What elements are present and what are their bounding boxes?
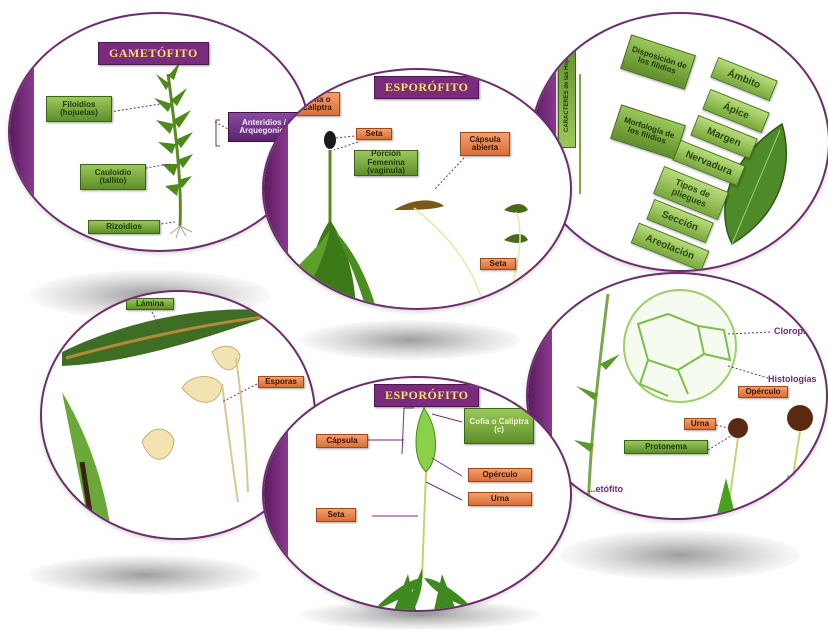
protonema-label: Protonema	[624, 440, 708, 454]
seta-label: Seta	[356, 128, 392, 140]
cofia-caliptra-label: Cofia o Caliptra (c)	[464, 408, 534, 444]
capsula-abierta-label: Cápsula abierta	[460, 132, 510, 156]
panel-title: GAMETÓFITO	[98, 42, 209, 65]
shadow	[30, 555, 260, 595]
filoidios-label: Filoidios (hojuelas)	[46, 96, 112, 122]
panel-caption: ...etófito	[588, 484, 623, 494]
porcion-femenina-label: Porción Femenina (vaginula)	[354, 150, 418, 176]
leaf-characters-panel: CARACTERES de las Hojas Disposición de l…	[530, 12, 828, 272]
esporofito-top-panel: ESPORÓFITO Cofia o Caliptra Seta Porción…	[262, 68, 572, 310]
seta-label-3: Seta	[316, 508, 356, 522]
cauloidio-label: Cauloidio (tallito)	[80, 164, 146, 190]
histologias-label: Histologías	[768, 374, 817, 384]
rizoidios-label: Rizoidios	[88, 220, 160, 234]
seta-label-2: Seta	[480, 258, 516, 270]
operculo-label: Opérculo	[738, 386, 788, 398]
cofia-label: Cofia o Caliptra	[294, 92, 340, 116]
panel-title: ESPORÓFITO	[374, 384, 479, 407]
cloroplasto-label: Cloroplasto	[774, 326, 824, 336]
lamina-label: Lámina	[126, 298, 174, 310]
shadow	[300, 320, 520, 360]
capsula-label: Cápsula	[316, 434, 368, 448]
shadow	[560, 530, 800, 580]
esporofito-bottom-panel: ESPORÓFITO Cápsula Cofia o Caliptra (c) …	[262, 376, 572, 612]
operculo-label-2: Opérculo	[468, 468, 532, 482]
urna-label: Urna	[684, 418, 716, 430]
panel-title: ESPORÓFITO	[374, 76, 479, 99]
urna-label-2: Urna	[468, 492, 532, 506]
